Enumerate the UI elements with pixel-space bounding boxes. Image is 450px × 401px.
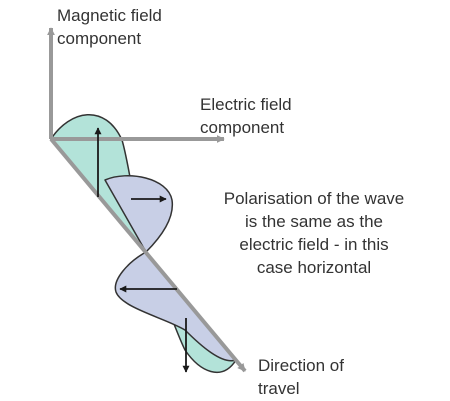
direction-of-travel-label: Direction of travel: [258, 354, 344, 400]
polarisation-line2: is the same as the: [245, 212, 383, 231]
direction-label-line1: Direction of: [258, 356, 344, 375]
direction-of-travel-arrow: [49, 137, 247, 373]
polarisation-note: Polarisation of the wave is the same as …: [196, 187, 432, 279]
electric-label-line2: component: [200, 118, 285, 137]
polarisation-line4: case horizontal: [256, 258, 372, 277]
electric-field-label: Electric field component: [200, 93, 292, 139]
polarisation-line3: electric field - in this: [239, 235, 389, 254]
magnetic-label-line2: component: [57, 29, 142, 48]
electric-lobe-upper: [104, 175, 173, 253]
direction-label-line2: travel: [258, 379, 300, 398]
electric-lobe-lower: [114, 251, 237, 362]
magnetic-label-line1: Magnetic field: [57, 6, 162, 25]
electric-label-line1: Electric field: [200, 95, 292, 114]
polarisation-line1: Polarisation of the wave: [223, 189, 405, 208]
magnetic-field-label: Magnetic field component: [57, 4, 162, 50]
